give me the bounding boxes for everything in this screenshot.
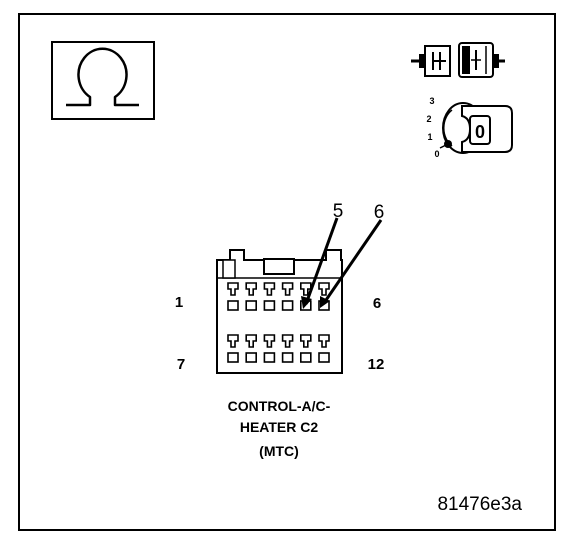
pin-label-12: 12 <box>368 356 385 373</box>
pin-cavity <box>281 282 294 311</box>
ignition-position-1: 1 <box>427 132 432 142</box>
pin-cavity <box>318 334 330 363</box>
connector-disconnected-icon <box>411 42 505 78</box>
ignition-position-3: 3 <box>429 96 434 106</box>
pin-cavity <box>263 334 276 363</box>
pin-cavity <box>263 282 276 311</box>
diagram-frame <box>18 13 556 531</box>
connector-pin-cavities <box>227 282 330 363</box>
figure-id: 81476e3a <box>437 494 522 515</box>
ignition-position-0: 0 <box>434 149 439 159</box>
connector-face <box>216 249 343 374</box>
callout-pin-6: 6 <box>374 202 385 223</box>
connector-title-line-2: HEATER C2 <box>240 419 319 435</box>
pin-cavity <box>245 282 257 311</box>
pin-cavity <box>245 334 257 363</box>
ignition-key-icon: 0 3 2 1 0 <box>426 96 513 159</box>
pin-cavity <box>227 282 239 311</box>
ohm-symbol-icon <box>51 41 155 120</box>
pin-cavity <box>299 334 312 363</box>
callout-arrows <box>301 217 383 309</box>
pin-cavity <box>227 334 239 363</box>
connector-title-line-1: CONTROL-A/C- <box>228 398 331 414</box>
pin-cavity <box>281 334 294 363</box>
pin-label-7: 7 <box>177 356 185 373</box>
callout-pin-5: 5 <box>333 201 344 222</box>
pin-label-1: 1 <box>175 294 183 311</box>
ignition-position-2: 2 <box>426 114 431 124</box>
pin-label-6: 6 <box>373 295 381 312</box>
ignition-key-label: 0 <box>475 122 485 142</box>
connector-title-line-3: (MTC) <box>259 443 299 459</box>
